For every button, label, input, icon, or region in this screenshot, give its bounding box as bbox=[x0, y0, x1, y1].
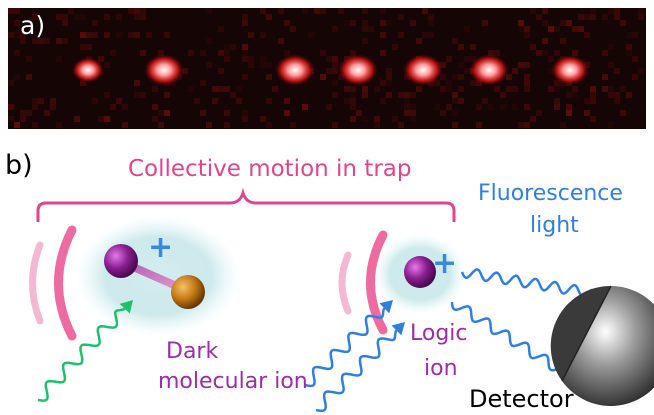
fluorescence-wave-upper bbox=[460, 268, 599, 298]
blue-wave-1-arrowhead bbox=[379, 300, 393, 314]
ion-chain bbox=[72, 54, 589, 86]
trapped-ion-3 bbox=[275, 54, 315, 86]
collective-motion-label: Collective motion in trap bbox=[128, 156, 412, 182]
fluorescence-wave-lower bbox=[450, 301, 569, 376]
dark-molecular-ion-label-line2: molecular ion bbox=[158, 369, 308, 394]
trapped-ion-7 bbox=[551, 54, 589, 86]
logic-ion bbox=[404, 256, 436, 288]
logic-ion-charge-symbol: + bbox=[432, 246, 458, 281]
green-wave-arrowhead bbox=[119, 300, 133, 314]
molecule-atom-orange bbox=[171, 275, 205, 309]
trapped-ion-5 bbox=[403, 54, 443, 86]
molecule-atom-purple bbox=[104, 244, 138, 278]
trapped-ion-6 bbox=[469, 54, 509, 86]
dark-molecular-ion-label-line1: Dark bbox=[166, 339, 219, 364]
incoming-blue-wave-2 bbox=[315, 329, 398, 413]
detector-label: Detector bbox=[469, 385, 574, 413]
panel-a-label: a) bbox=[20, 11, 46, 40]
trap-electrode-outer-right bbox=[338, 251, 352, 315]
logic-ion-label-line2: ion bbox=[424, 356, 458, 381]
trapped-ion-2 bbox=[144, 54, 184, 86]
ion-image-strip bbox=[8, 8, 646, 129]
fluorescence-label-line2: light bbox=[530, 213, 579, 238]
incoming-green-wave bbox=[37, 307, 126, 402]
incoming-blue-wave-1 bbox=[304, 307, 386, 388]
panel-b-label: b) bbox=[5, 150, 33, 181]
fluorescence-label-line1: Fluorescence bbox=[478, 181, 623, 206]
blue-wave-2-arrowhead bbox=[391, 322, 405, 336]
trap-electrode-inner-left bbox=[54, 225, 77, 341]
trapped-ion-1 bbox=[72, 57, 104, 83]
detector-icon bbox=[550, 285, 654, 406]
logic-ion-label-line1: Logic bbox=[410, 321, 468, 346]
collective-motion-brace bbox=[36, 187, 456, 222]
trapped-ion-4 bbox=[338, 54, 378, 86]
trap-electrode-outer-left bbox=[29, 241, 44, 325]
trap-electrode-inner-right bbox=[366, 230, 388, 335]
molecule-charge-symbol: + bbox=[148, 230, 174, 265]
